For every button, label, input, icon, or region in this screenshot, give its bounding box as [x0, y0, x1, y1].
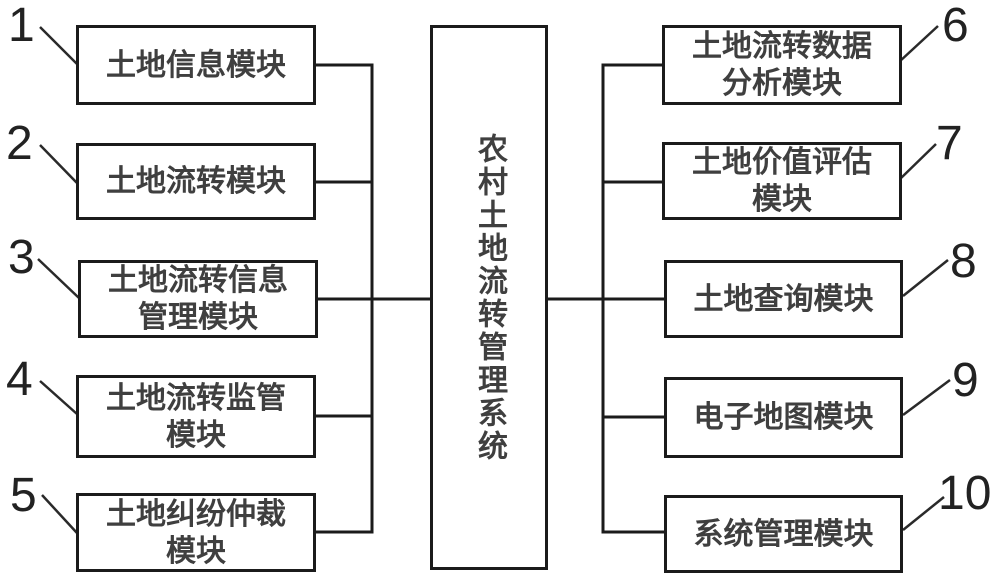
ref-number-4: 4 [6, 353, 33, 406]
module-label: 管理模块 [138, 301, 258, 334]
module-box-land-query: 土地查询模块 [664, 260, 903, 338]
ref-number-7: 7 [936, 117, 963, 170]
ref-number-2: 2 [6, 117, 33, 170]
module-label: 土地流转数据 [692, 30, 872, 63]
module-label: 土地价值评估 [692, 146, 872, 179]
module-box-transfer-info-mgmt: 土地流转信息 管理模块 [78, 260, 318, 338]
module-label: 电子地图模块 [693, 401, 874, 434]
module-label: 分析模块 [722, 67, 842, 100]
module-box-transfer-supervision: 土地流转监管 模块 [76, 375, 316, 458]
ref-number-5: 5 [10, 469, 37, 522]
ref-number-9: 9 [952, 354, 979, 407]
system-title: 农村土地流转管理系统 [473, 132, 506, 463]
module-label: 土地信息模块 [106, 48, 286, 82]
module-label: 模块 [166, 418, 226, 452]
module-box-land-info: 土地信息模块 [76, 25, 316, 105]
leader-line-1 [39, 26, 78, 65]
module-label: 土地流转模块 [106, 165, 286, 198]
module-label: 模块 [752, 183, 812, 216]
module-label: 土地查询模块 [693, 282, 874, 316]
ref-number-6: 6 [942, 0, 969, 52]
ref-number-8: 8 [950, 235, 977, 288]
ref-number-1: 1 [8, 0, 35, 52]
module-label: 系统管理模块 [693, 517, 874, 551]
module-box-value-assessment: 土地价值评估 模块 [662, 142, 902, 220]
module-box-electronic-map: 电子地图模块 [664, 377, 903, 458]
leader-line-9 [902, 378, 951, 417]
module-box-land-transfer: 土地流转模块 [76, 143, 316, 220]
leader-line-4 [39, 380, 78, 415]
leader-line-6 [898, 25, 939, 63]
module-box-dispute-arbitration: 土地纠纷仲裁 模块 [76, 493, 316, 572]
leader-line-3 [37, 258, 80, 299]
leader-line-5 [41, 494, 78, 534]
module-box-system-mgmt: 系统管理模块 [664, 495, 903, 573]
leader-line-7 [898, 143, 937, 181]
module-box-transfer-data-analysis: 土地流转数据 分析模块 [662, 25, 902, 105]
module-label: 土地纠纷仲裁 [106, 497, 286, 531]
module-label: 土地流转监管 [106, 381, 286, 415]
leader-line-2 [39, 144, 78, 184]
ref-number-3: 3 [8, 231, 35, 284]
ref-number-10: 10 [938, 467, 992, 520]
leader-line-10 [902, 496, 945, 531]
leader-line-8 [902, 259, 949, 297]
module-label: 模块 [166, 534, 226, 568]
center-system-box: 农村土地流转管理系统 [430, 25, 548, 570]
module-label: 土地流转信息 [108, 264, 288, 297]
